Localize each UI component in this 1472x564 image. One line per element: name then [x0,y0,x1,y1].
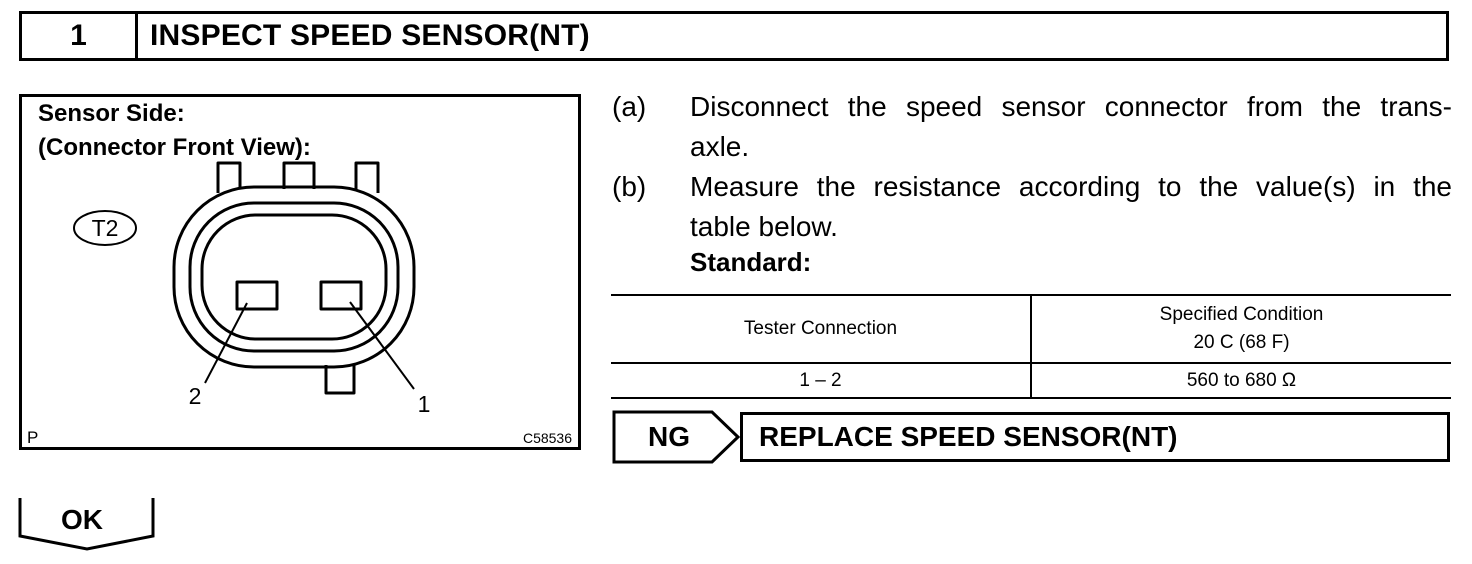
header-specified-condition: Specified Condition 20 C (68 F) [1030,294,1451,364]
diagram-corner-label: P [27,428,39,447]
pin-2-label: 2 [189,383,202,409]
connector-tab-right [354,161,380,193]
connector-tab-center [282,161,316,189]
connector-drawing: T2 2 1 [73,161,431,417]
terminal-pin-1 [319,280,363,311]
row-connection: 1 – 2 [611,362,1031,399]
terminal-pin-2 [235,280,279,311]
diagram-image-code: C58536 [522,430,572,446]
instruction-b-line2: table below. [690,211,838,242]
diagram-label-front-view: (Connector Front View): [38,134,311,161]
ng-arrow-box [612,410,741,464]
header-specified-condition-line1: Specified Condition [1159,304,1324,325]
pin-1-leader [349,301,415,390]
connector-middle-shell [188,201,400,353]
ok-arrow-box [18,498,155,551]
instruction-a-marker: (a) [612,91,647,122]
instruction-a-line1: Disconnect the speed sensor connector fr… [690,91,1452,122]
header-tester-connection: Tester Connection [611,294,1031,364]
connector-diagram: T2 2 1 Sensor Side: (Connector Front Vie… [19,94,581,450]
step-number: 1 [22,14,138,58]
connector-id-oval [73,210,137,246]
instruction-a-line2: axle. [690,131,750,162]
spec-table: Tester Connection Specified Condition 20… [611,294,1451,399]
step-title: INSPECT SPEED SENSOR(NT) [150,19,590,52]
table-row: 1 – 2 560 to 680 Ω [611,362,1451,399]
diagram-label-sensor-side: Sensor Side: [38,100,185,127]
row-condition: 560 to 680 Ω [1030,362,1451,399]
step-header: 1 INSPECT SPEED SENSOR(NT) [19,11,1449,61]
connector-tab-bottom [324,365,356,395]
connector-tab-left [216,161,242,193]
ng-action-box: REPLACE SPEED SENSOR(NT) [740,412,1450,462]
ng-action-text: REPLACE SPEED SENSOR(NT) [759,421,1178,452]
instruction-b-marker: (b) [612,171,647,202]
ng-label: NG [648,421,690,452]
pin-2-leader [204,302,248,384]
header-specified-condition-line2: 20 C (68 F) [1193,332,1290,353]
connector-inner-shell [200,213,388,341]
instruction-b-line1: Measure the resistance according to the … [690,171,1452,202]
standard-label: Standard: [690,247,812,277]
pin-1-label: 1 [418,391,431,417]
connector-id: T2 [92,215,119,241]
ok-label: OK [61,504,103,535]
spec-table-header: Tester Connection Specified Condition 20… [611,294,1451,364]
connector-outer-shell [172,185,416,369]
